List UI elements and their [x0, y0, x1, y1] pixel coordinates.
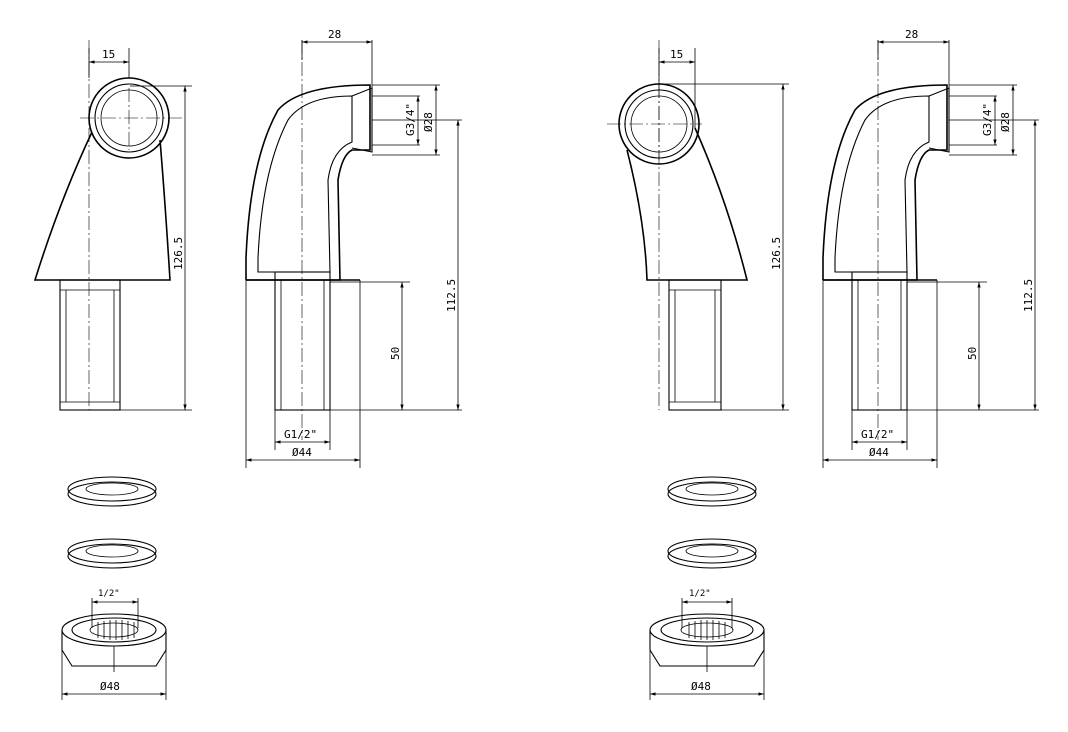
- thread-inlet: G1/2": [284, 428, 317, 441]
- thread-stem: [59, 279, 121, 411]
- dim-thread-length: 50: [389, 347, 402, 360]
- dia-base: Ø44: [869, 446, 889, 459]
- section-view: 28 G3/4" Ø28 112.5 50 G1/2" Ø44: [822, 28, 1039, 468]
- dia-base: Ø44: [292, 446, 312, 459]
- dim-total-height: 126.5: [770, 237, 783, 270]
- thread-outlet: G3/4": [404, 103, 417, 136]
- dim-section-offset: 28: [905, 28, 918, 41]
- drawing-set-right: 15 126.5 28 G3/4" Ø28: [607, 28, 1039, 700]
- side-view: 15 126.5: [607, 40, 789, 411]
- nut-thread: 1/2": [689, 589, 711, 599]
- washer-1: [67, 476, 157, 507]
- dia-nut: Ø48: [691, 680, 711, 693]
- dim-thread-length: 50: [966, 347, 979, 360]
- washer-2: [667, 538, 757, 569]
- side-view: 15 126.5: [33, 40, 192, 411]
- dim-side-offset: 15: [670, 48, 683, 61]
- dia-outlet: Ø28: [422, 112, 435, 132]
- outlet-ring-inner: [94, 83, 164, 153]
- dim-section-offset: 28: [328, 28, 341, 41]
- body-wall-hatched: [245, 84, 371, 281]
- washer-2: [67, 538, 157, 569]
- drawing-set-left: 15 126.5 28: [33, 28, 462, 700]
- dim-side-offset: 15: [102, 48, 115, 61]
- fixing-nut: 1/2" Ø48: [61, 589, 167, 700]
- thread-inlet: G1/2": [861, 428, 894, 441]
- washer-1: [667, 476, 757, 507]
- nut-thread: 1/2": [98, 589, 120, 599]
- fixing-nut: 1/2" Ø48: [649, 589, 765, 700]
- dim-total-height: 126.5: [172, 237, 185, 270]
- stem-wall-hatched: [274, 271, 331, 411]
- dia-outlet: Ø28: [999, 112, 1012, 132]
- thread-outlet: G3/4": [981, 103, 994, 136]
- dim-section-height: 112.5: [1022, 279, 1035, 312]
- dia-nut: Ø48: [100, 680, 120, 693]
- dim-section-height: 112.5: [445, 279, 458, 312]
- body-outline: [33, 131, 171, 281]
- section-view: 28 G3/4" Ø28 112.5 50 G1/2": [245, 28, 462, 468]
